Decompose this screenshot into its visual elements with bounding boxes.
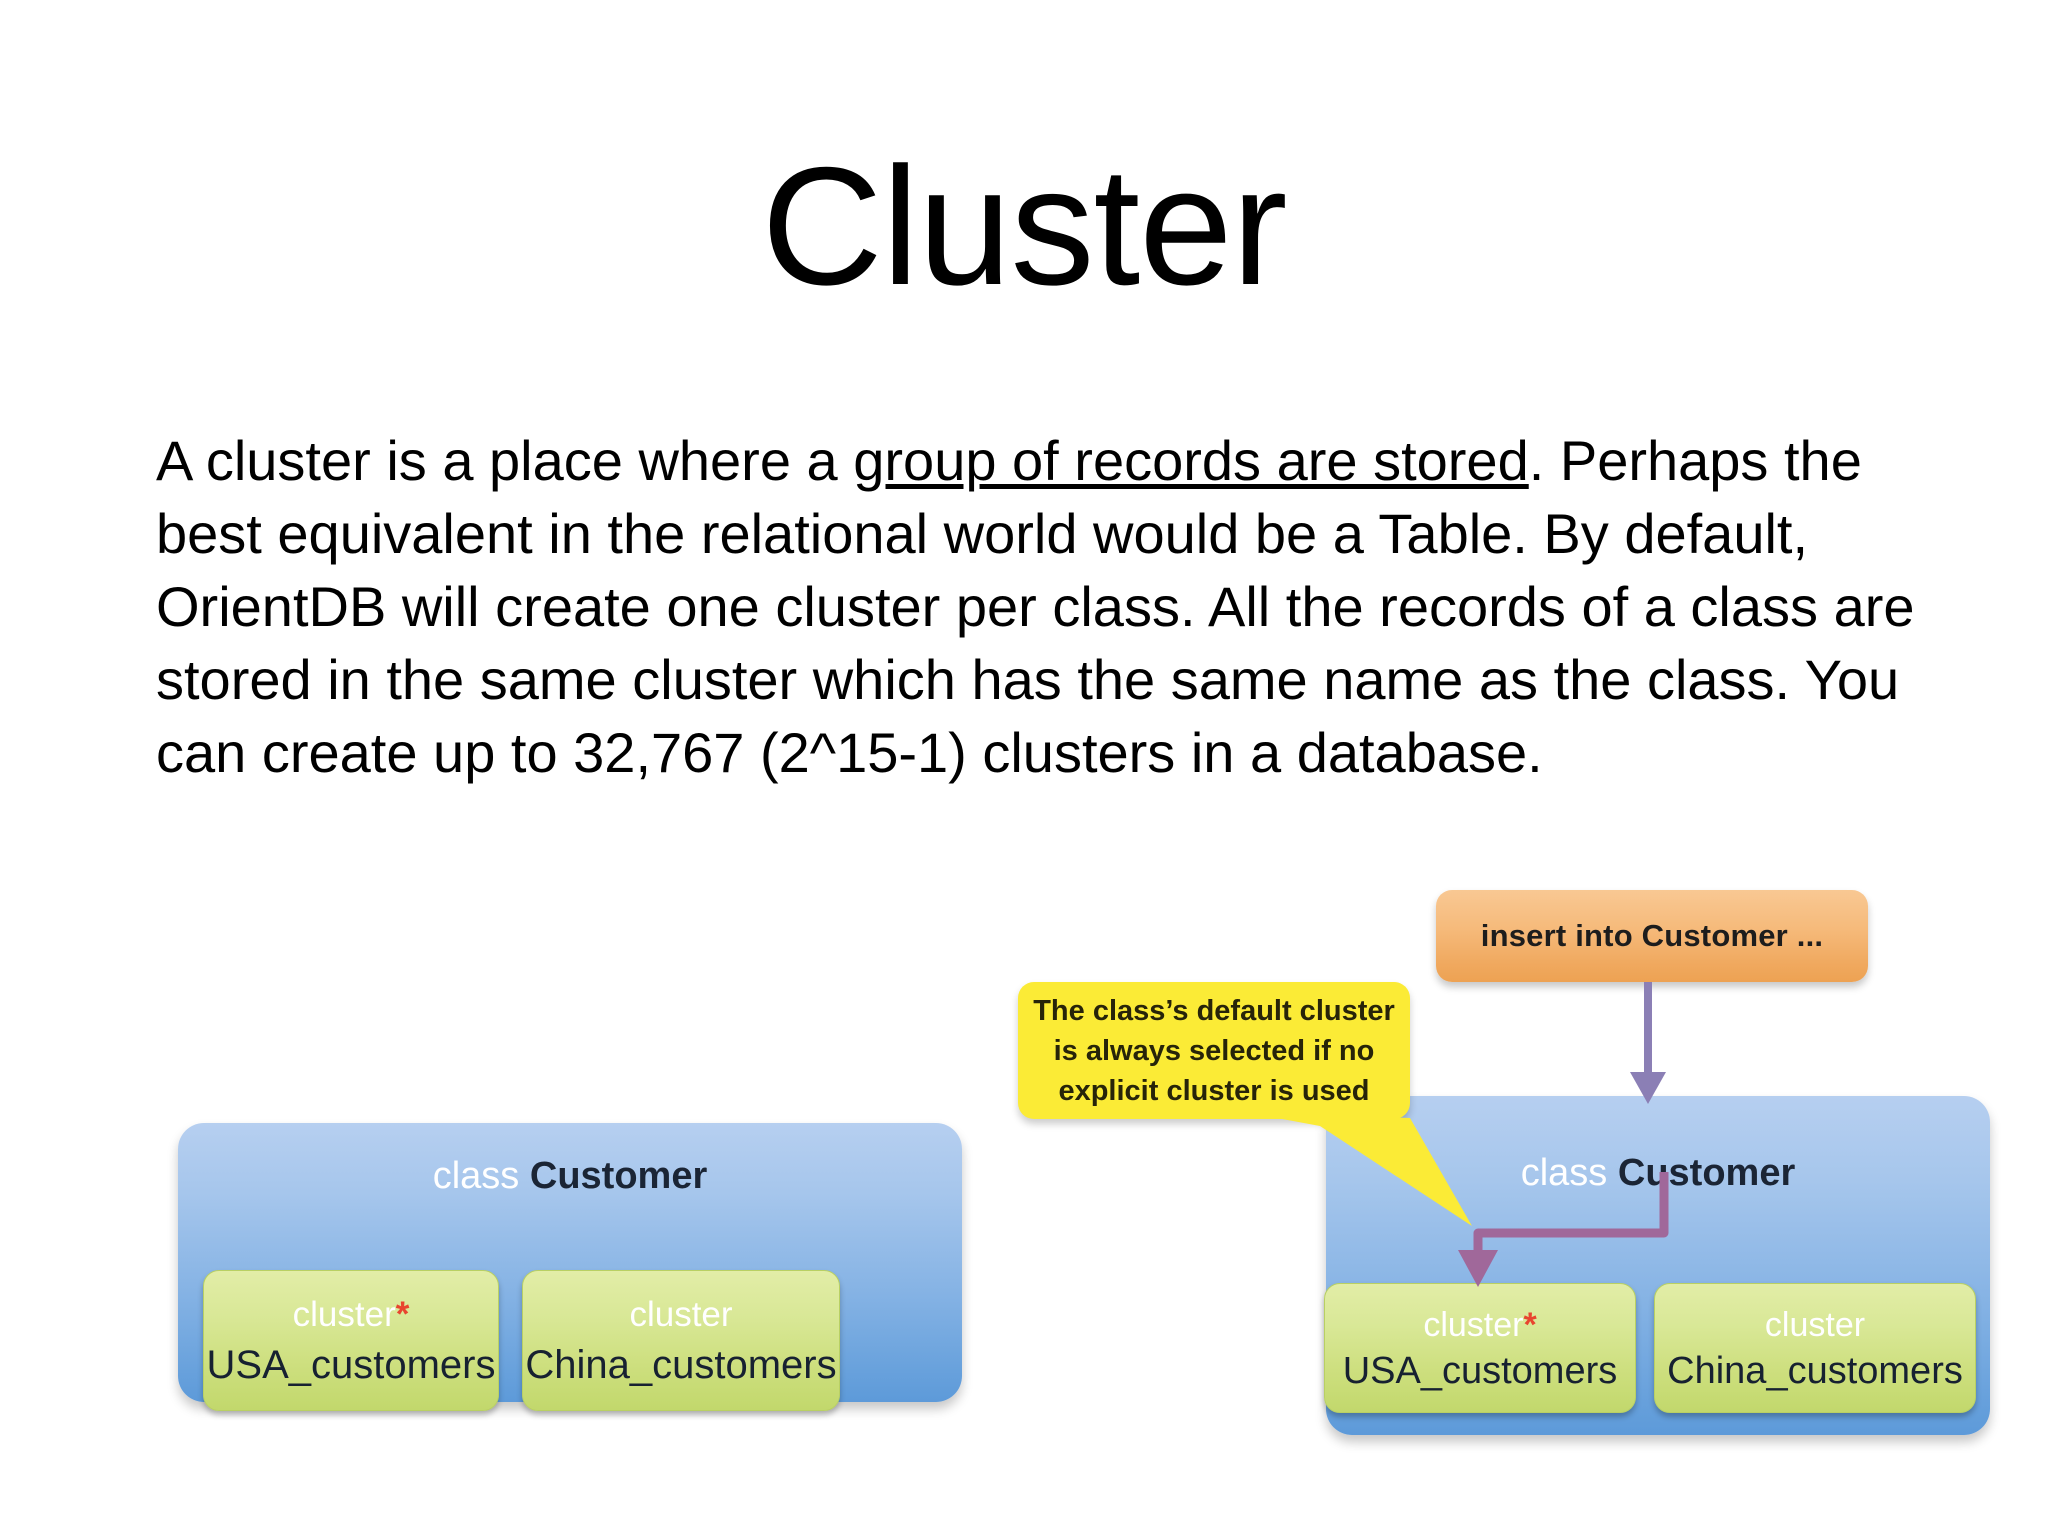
- diagram-left: class Customer cluster* USA_customers cl…: [178, 1123, 962, 1411]
- class-label-left: class Customer: [178, 1155, 962, 1198]
- callout-bubble: The class’s default cluster is always se…: [1018, 982, 1410, 1119]
- cluster-keyword-label: cluster*: [1325, 1306, 1635, 1345]
- default-cluster-asterisk-icon: *: [1523, 1306, 1537, 1344]
- class-label-right: class Customer: [1326, 1152, 1990, 1195]
- cluster-box-china-right[interactable]: cluster China_customers: [1654, 1283, 1976, 1413]
- cluster-box-usa-left[interactable]: cluster* USA_customers: [203, 1270, 499, 1411]
- cluster-keyword-label: cluster: [523, 1295, 839, 1335]
- cluster-keyword: cluster: [292, 1295, 396, 1334]
- cluster-name-text: China_customers: [525, 1343, 837, 1387]
- cluster-keyword: cluster: [1764, 1306, 1866, 1344]
- cluster-keyword-label: cluster: [1655, 1306, 1975, 1345]
- body-paragraph: A cluster is a place where a group of re…: [156, 424, 1916, 789]
- body-lead: A cluster is a place where a: [156, 429, 854, 492]
- cluster-name-text: USA_customers: [1342, 1350, 1618, 1392]
- insert-statement-box[interactable]: insert into Customer ...: [1436, 890, 1868, 982]
- default-cluster-asterisk-icon: *: [395, 1295, 410, 1334]
- class-keyword: class: [1520, 1152, 1608, 1194]
- cluster-name-text: China_customers: [1667, 1350, 1963, 1392]
- cluster-name-label: USA_customers: [1325, 1350, 1635, 1393]
- cluster-keyword-label: cluster*: [204, 1295, 498, 1335]
- cluster-box-china-left[interactable]: cluster China_customers: [522, 1270, 840, 1411]
- callout-line-3: explicit cluster is used: [1058, 1074, 1370, 1107]
- insert-statement-text: insert into Customer ...: [1480, 918, 1824, 953]
- cluster-name-text: USA_customers: [206, 1343, 496, 1387]
- class-keyword: class: [432, 1155, 520, 1197]
- class-name: Customer: [529, 1155, 708, 1197]
- class-name: Customer: [1617, 1152, 1796, 1194]
- class-panel-left: class Customer cluster* USA_customers cl…: [178, 1123, 962, 1411]
- class-panel-right: class Customer cluster* USA_customers cl…: [1324, 1096, 1990, 1435]
- cluster-box-usa-right[interactable]: cluster* USA_customers: [1324, 1283, 1636, 1413]
- page-title: Cluster: [761, 132, 1287, 320]
- cluster-keyword: cluster: [629, 1295, 733, 1334]
- body-rest: . Perhaps the best equivalent in the rel…: [156, 429, 1915, 784]
- body-underlined-phrase: group of records are stored: [853, 429, 1529, 492]
- cluster-name-label: China_customers: [523, 1343, 839, 1388]
- cluster-keyword: cluster: [1423, 1306, 1524, 1344]
- callout-line-2: is always selected if no: [1053, 1034, 1375, 1067]
- callout-line-1: The class’s default cluster: [1033, 994, 1395, 1027]
- cluster-name-label: China_customers: [1655, 1350, 1975, 1393]
- cluster-name-label: USA_customers: [204, 1343, 498, 1388]
